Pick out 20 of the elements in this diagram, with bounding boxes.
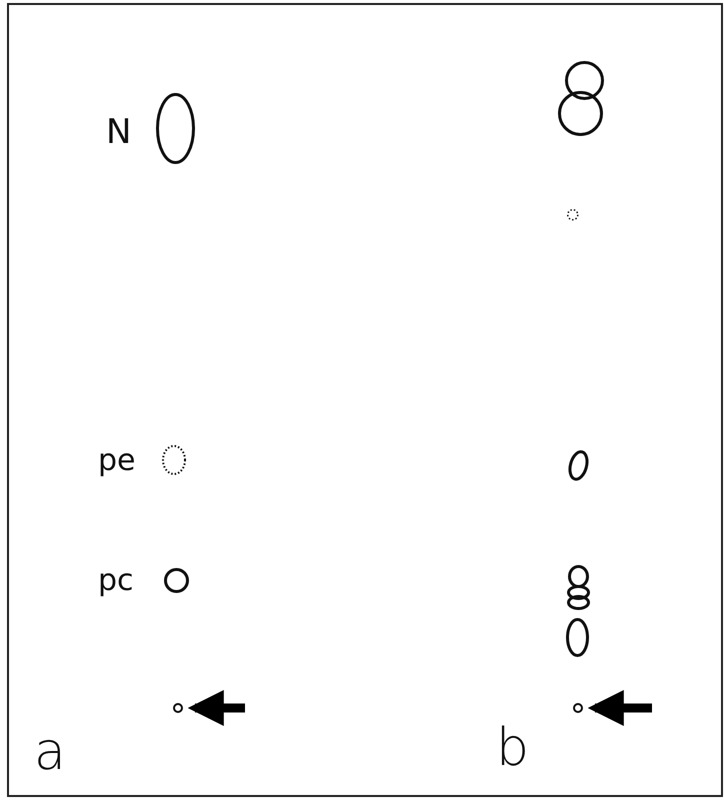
structure-label: N	[106, 115, 132, 149]
ellipse	[566, 594, 590, 610]
ellipse	[564, 60, 604, 100]
ellipse	[558, 90, 602, 136]
structure-label: pc	[98, 566, 134, 596]
ellipse	[568, 564, 588, 588]
ellipse	[573, 703, 583, 713]
ellipse	[164, 568, 188, 592]
ellipse	[156, 92, 194, 164]
dotted-ellipse	[162, 445, 186, 475]
ellipse	[566, 584, 590, 600]
dotted-ellipse	[567, 209, 579, 221]
arrow	[188, 690, 245, 726]
ellipse	[568, 450, 588, 480]
ellipse	[173, 703, 183, 713]
ellipse	[566, 618, 588, 656]
panel-letter: b	[496, 722, 530, 774]
arrow	[588, 690, 652, 726]
structure-label: pe	[98, 446, 136, 476]
panel-letter: a	[34, 726, 66, 778]
